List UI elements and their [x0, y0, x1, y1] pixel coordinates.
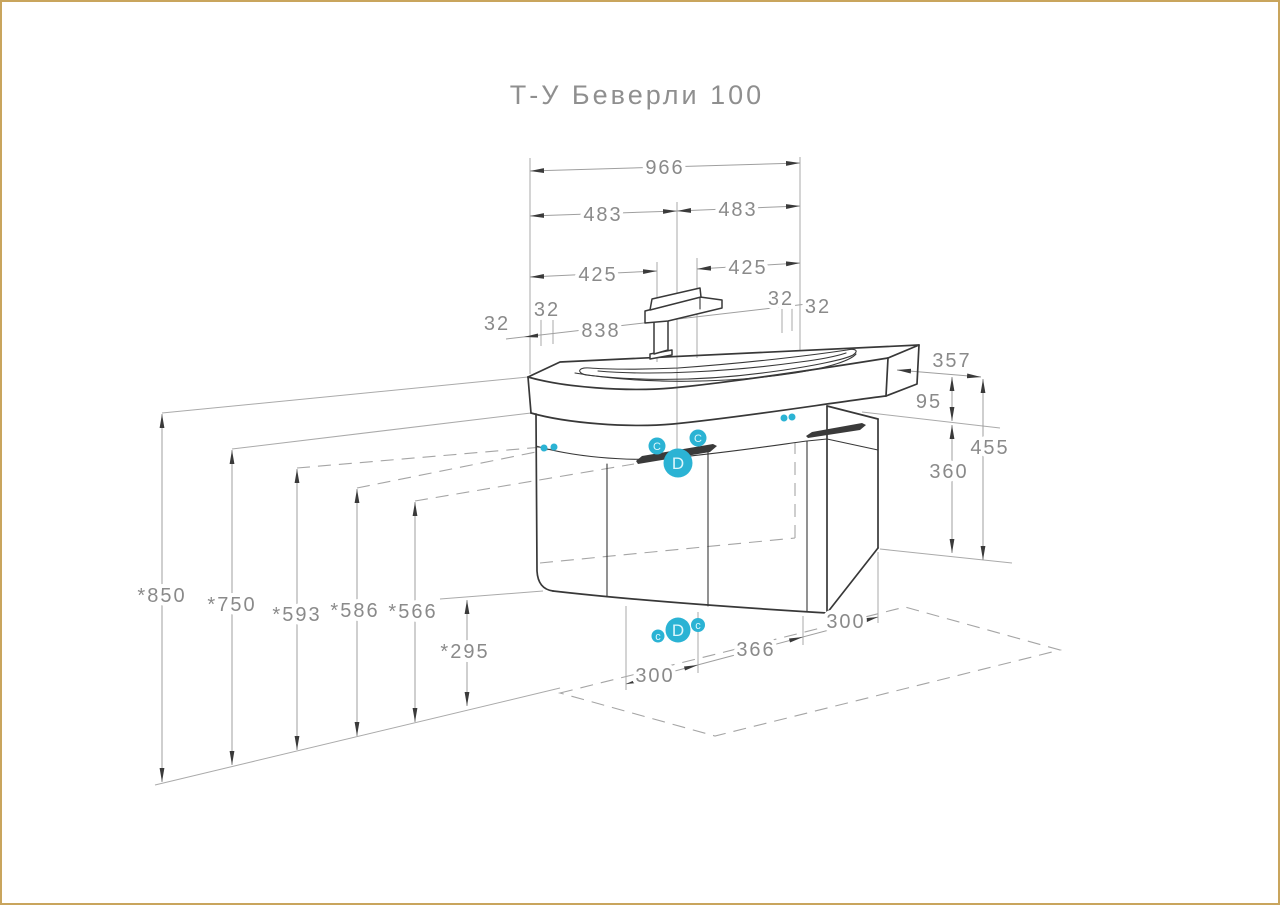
- bottom-marker-c-left: c: [651, 629, 665, 643]
- cabinet: [535, 405, 879, 614]
- bottom-marker-d-label: D: [672, 621, 684, 640]
- front-marker-c-left: C: [648, 437, 666, 455]
- dim-label-300-left: 300: [635, 665, 674, 687]
- faucet: [644, 287, 723, 360]
- hidden-lines: [296, 443, 1063, 737]
- front-marker-c-right-label: C: [694, 433, 702, 445]
- dimension-lines: [159, 161, 986, 782]
- dim-label-425-right: 425: [728, 257, 767, 279]
- hinge-dot: [788, 413, 796, 421]
- dimension-labels: Т-У Беверли 100 966 483 483 425 425 32 3…: [133, 80, 1011, 691]
- bottom-marker-d: D: [665, 617, 691, 643]
- dim-label-32-left: 32: [534, 299, 560, 321]
- dim-label-850: *850: [137, 585, 186, 607]
- bottom-marker-c-left-label: c: [655, 631, 661, 643]
- dim-label-300-right: 300: [826, 611, 865, 633]
- basin-countertop: [527, 344, 920, 427]
- hinge-dot: [780, 414, 788, 422]
- dim-label-593: *593: [272, 604, 321, 626]
- dim-label-586: *586: [330, 600, 379, 622]
- hinge-dot: [550, 443, 558, 451]
- dim-label-750: *750: [207, 594, 256, 616]
- hardware-markers: C C D c D c: [540, 413, 796, 643]
- bottom-marker-c-right-label: c: [695, 620, 701, 632]
- dim-label-32-far-right: 32: [805, 296, 831, 318]
- dim-label-566: *566: [388, 601, 437, 623]
- front-marker-c-right: C: [689, 429, 707, 447]
- dim-label-838: 838: [581, 320, 620, 342]
- dim-label-483-left: 483: [583, 204, 622, 226]
- dim-label-455: 455: [970, 437, 1009, 459]
- dim-label-295: *295: [440, 641, 489, 663]
- dim-label-425-left: 425: [578, 264, 617, 286]
- dim-label-32-right: 32: [768, 288, 794, 310]
- front-marker-d-label: D: [672, 454, 684, 473]
- drawing-title: Т-У Беверли 100: [510, 80, 764, 110]
- hinge-dot: [540, 444, 548, 452]
- basin-bowl: [579, 348, 857, 380]
- bottom-marker-c-right: c: [691, 618, 705, 632]
- dim-label-95: 95: [916, 391, 942, 413]
- dim-label-32-far-left: 32: [484, 313, 510, 335]
- extension-lines: [154, 157, 1013, 786]
- dim-label-483-right: 483: [718, 199, 757, 221]
- dim-label-357: 357: [932, 350, 971, 372]
- front-marker-d: D: [663, 448, 693, 478]
- dim-label-366: 366: [736, 639, 775, 661]
- right-door-handle: [806, 423, 866, 438]
- dim-label-966: 966: [645, 157, 684, 179]
- dim-label-360: 360: [929, 461, 968, 483]
- front-marker-c-left-label: C: [653, 441, 661, 453]
